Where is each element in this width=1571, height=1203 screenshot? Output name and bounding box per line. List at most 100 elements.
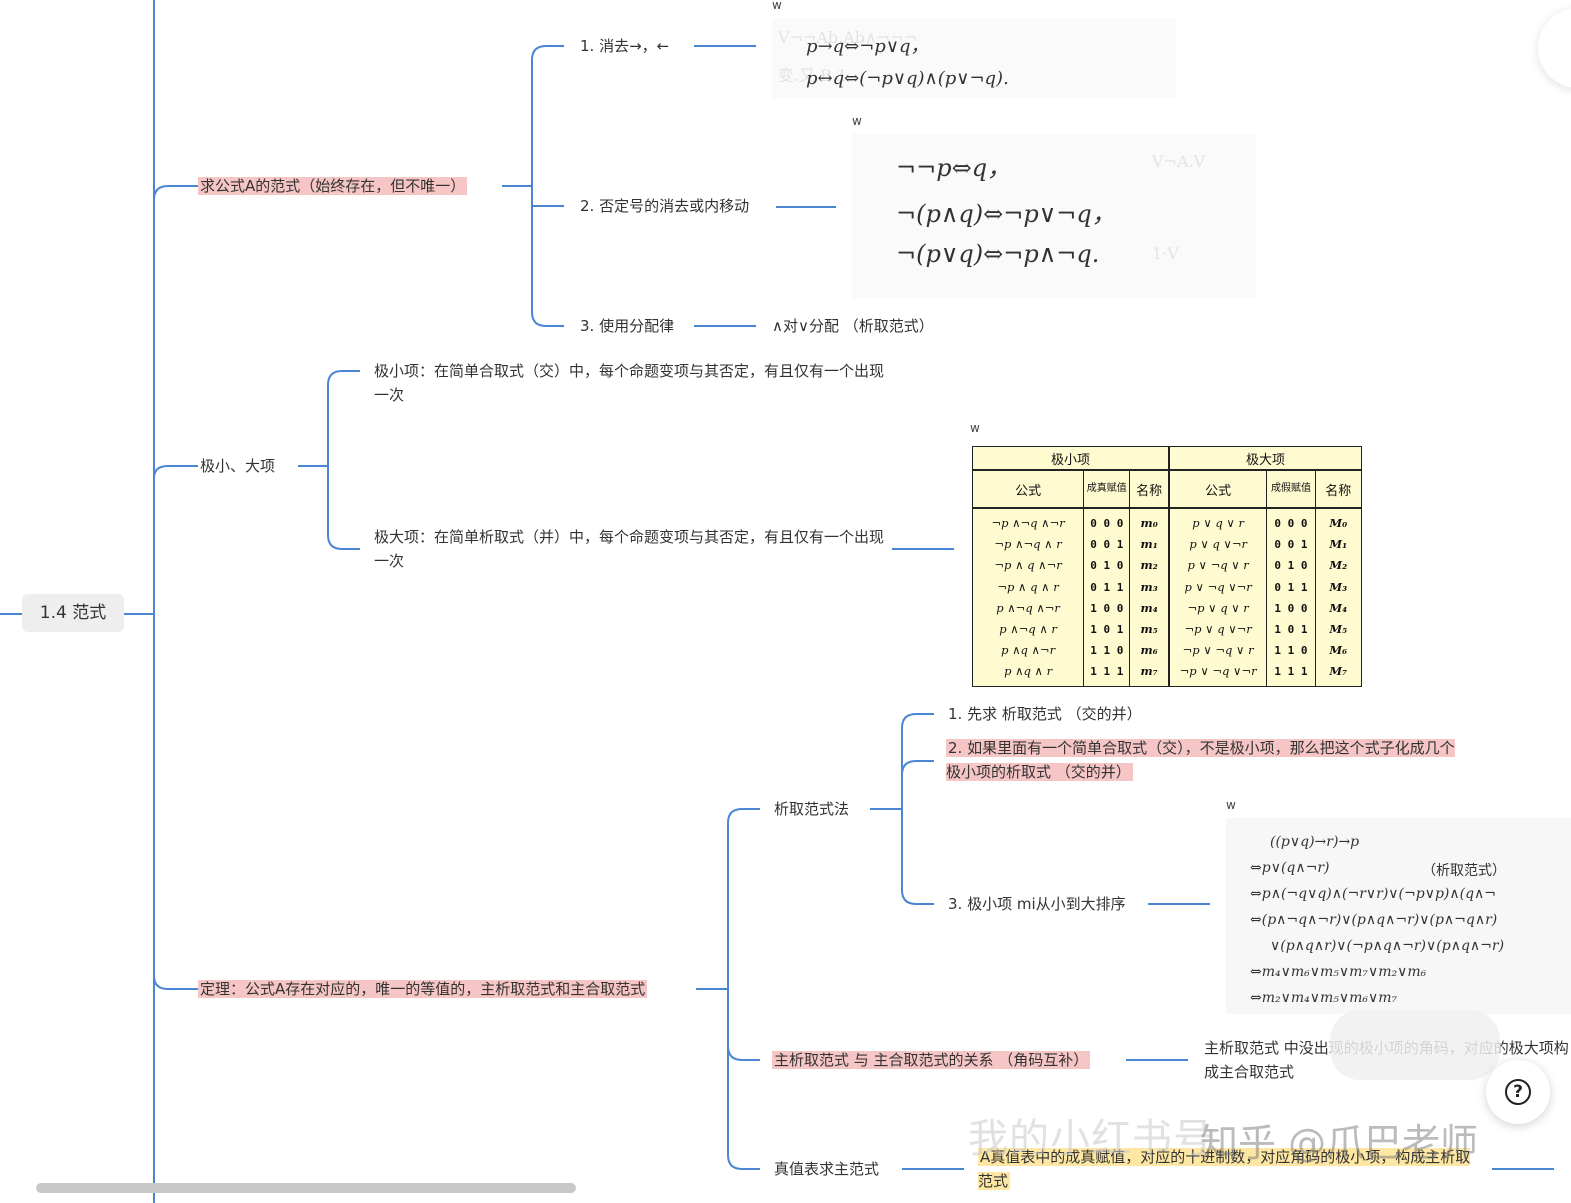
formula-image-1[interactable]: V¬¬Ab.Ab∧¬¬¬ 变.又 B.1. p→q⇔¬p∨q， p↔q⇔(¬p∨… <box>772 18 1176 98</box>
normal-form-node[interactable]: 求公式A的范式（始终存在，但不唯一） <box>198 174 468 198</box>
formula-demorgan-and: ¬(p∧q)⇔¬p∨¬q， <box>896 200 1116 228</box>
table-cell: p ∧¬q ∧ r <box>999 622 1057 637</box>
watermark-xiaohongshu: 我的小红书号 <box>968 1116 1214 1162</box>
step-distributive-node[interactable]: 3. 使用分配律 <box>580 317 675 335</box>
relation-label: 主析取范式 与 主合取范式的关系 （角码互补） <box>772 1051 1091 1069</box>
table-max-formulas: p ∨ q ∨ r p ∨ q ∨¬r p ∨ ¬q ∨ r p ∨ ¬q ∨¬… <box>1167 507 1268 687</box>
table-cell: ¬p ∧¬q ∧¬r <box>991 516 1065 530</box>
min-max-node[interactable]: 极小、大项 <box>200 457 276 475</box>
derivation-line-7: ⇔m₂∨m₄∨m₅∨m₆∨m₇ <box>1250 990 1398 1006</box>
table-cell: 0 0 1 <box>1090 538 1124 552</box>
table-cell: 1 0 1 <box>1090 623 1124 637</box>
formula-demorgan-or: ¬(p∨q)⇔¬p∧¬q. <box>896 240 1100 268</box>
image-marker-1: w <box>772 0 782 12</box>
question-icon: ? <box>1505 1079 1531 1105</box>
image-marker-3: w <box>970 421 980 435</box>
table-cell: M₄ <box>1329 600 1348 615</box>
step-eliminate-node[interactable]: 1. 消去→，← <box>580 37 670 55</box>
table-cell: m₂ <box>1140 558 1158 573</box>
truth-table-method-node[interactable]: 真值表求主范式 <box>774 1160 880 1178</box>
table-cell: 0 1 1 <box>1274 580 1308 594</box>
disjunctive-method-node[interactable]: 析取范式法 <box>774 800 850 818</box>
blur-overlay <box>1330 1010 1500 1080</box>
table-cell: ¬p ∨ ¬q ∨ r <box>1182 643 1254 658</box>
table-cell: 0 1 0 <box>1090 559 1124 573</box>
table-cell: M₆ <box>1329 643 1348 658</box>
table-cell: m₆ <box>1140 643 1158 658</box>
minterm-definition[interactable]: 极小项：在简单合取式（交）中，每个命题变项与其否定，有且仅有一个出现一次 <box>374 362 885 404</box>
root-node[interactable]: 1.4 范式 <box>22 594 124 632</box>
derivation-line-4: ⇔(p∧¬q∧¬r)∨(p∧q∧¬r)∨(p∧¬q∧r) <box>1250 912 1498 928</box>
table-cell: 0 1 0 <box>1274 559 1308 573</box>
method-step-2-label: 2. 如果里面有一个简单合取式（交），不是极小项，那么把这个式子化成几个极小项的… <box>946 739 1455 781</box>
table-min-formulas: ¬p ∧¬q ∧¬r ¬p ∧¬q ∧ r ¬p ∧ q ∧¬r ¬p ∧ q … <box>971 507 1085 687</box>
table-cell: p ∨ ¬q ∨¬r <box>1184 579 1252 594</box>
image-marker-2: w <box>852 114 862 128</box>
table-cell: M₃ <box>1329 579 1348 594</box>
derivation-line-1: ⇔p∨(q∧¬r) <box>1250 860 1330 876</box>
method-step-3[interactable]: 3. 极小项 mi从小到大排序 <box>948 895 1126 913</box>
formula-image-2[interactable]: V¬A.V 1·V ¬¬p⇔q， ¬(p∧q)⇔¬p∨¬q， ¬(p∨q)⇔¬p… <box>852 134 1256 298</box>
table-cell: m₃ <box>1140 579 1158 594</box>
table-cell: m₇ <box>1140 664 1158 679</box>
table-cell: 0 0 0 <box>1274 517 1308 530</box>
table-col-false-assign: 成假赋值 <box>1266 469 1316 509</box>
table-cell: ¬p ∧ q ∧¬r <box>994 558 1062 573</box>
table-cell: 1 1 1 <box>1090 665 1124 679</box>
table-cell: p ∧q ∧¬r <box>1001 643 1056 658</box>
table-cell: M₅ <box>1329 622 1348 637</box>
derivation-line-3: ⇔p∧(¬q∨q)∧(¬r∨r)∨(¬p∨p)∧(q∧¬ <box>1250 886 1497 902</box>
theorem-label: 定理：公式A存在对应的，唯一的等值的，主析取范式和主合取范式 <box>198 980 648 998</box>
help-button[interactable]: ? <box>1486 1060 1550 1124</box>
table-cell: ¬p ∨ q ∨¬r <box>1184 622 1252 637</box>
normal-form-label: 求公式A的范式（始终存在，但不唯一） <box>198 177 468 195</box>
derivation-image[interactable]: ((p∨q)→r)→p ⇔p∨(q∧¬r) （析取范式） ⇔p∧(¬q∨q)∧(… <box>1226 818 1571 1014</box>
distributive-detail[interactable]: ∧对∨分配 （析取范式） <box>772 317 934 335</box>
maxterm-definition[interactable]: 极大项：在简单析取式（并）中，每个命题变项与其否定，有且仅有一个出现一次 <box>374 528 885 570</box>
derivation-line-5: ∨(p∧q∧r)∨(¬p∧q∧¬r)∨(p∧q∧¬r) <box>1270 938 1505 954</box>
table-cell: M₇ <box>1329 664 1348 679</box>
minterm-maxterm-table[interactable]: 极小项 极大项 公式 成真赋值 名称 公式 成假赋值 名称 ¬p ∧¬q ∧¬r… <box>971 446 1363 687</box>
table-cell: 0 0 0 <box>1090 517 1124 530</box>
table-cell: M₂ <box>1329 558 1348 573</box>
table-true-assignments: 0 0 0 0 0 1 0 1 0 0 1 1 1 0 0 1 0 1 1 1 … <box>1083 507 1131 687</box>
table-cell: 0 0 1 <box>1274 538 1308 552</box>
derivation-note: （析取范式） <box>1422 863 1506 879</box>
formula-implication: p→q⇔¬p∨q， <box>806 36 929 57</box>
table-cell: 1 0 1 <box>1274 623 1308 637</box>
watermark-zhihu: 知乎 @爪巴老师 <box>1200 1121 1479 1165</box>
horizontal-scrollbar[interactable] <box>36 1183 576 1193</box>
table-cell: m₁ <box>1140 537 1158 552</box>
table-cell: ¬p ∨ ¬q ∨¬r <box>1179 664 1257 679</box>
table-header-minterm: 极小项 <box>971 446 1170 471</box>
theorem-node[interactable]: 定理：公式A存在对应的，唯一的等值的，主析取范式和主合取范式 <box>198 977 648 1001</box>
table-cell: p ∧q ∧ r <box>1004 664 1053 679</box>
table-cell: 1 1 1 <box>1274 665 1308 679</box>
table-cell: p ∨ ¬q ∨ r <box>1187 558 1249 573</box>
table-cell: p ∨ q ∨¬r <box>1189 537 1247 552</box>
table-cell: M₀ <box>1329 516 1348 530</box>
table-max-names: M₀ M₁ M₂ M₃ M₄ M₅ M₆ M₇ <box>1314 507 1363 687</box>
truth-table-detail[interactable]: A真值表中的成真赋值，对应的十进制数，对应角码的极小项，构成主析取范式 <box>978 1145 1478 1193</box>
derivation-line-6: ⇔m₄∨m₆∨m₅∨m₇∨m₂∨m₆ <box>1250 964 1427 980</box>
derivation-line-0: ((p∨q)→r)→p <box>1270 834 1360 850</box>
table-cell: ¬p ∧ q ∧ r <box>997 579 1059 594</box>
table-cell: M₁ <box>1329 537 1348 552</box>
table-cell: p ∧¬q ∧¬r <box>996 600 1060 615</box>
table-col-name-min: 名称 <box>1129 469 1170 509</box>
step-negation-node[interactable]: 2. 否定号的消去或内移动 <box>580 197 750 215</box>
formula-biconditional: p↔q⇔(¬p∨q)∧(p∨¬q). <box>806 68 1009 89</box>
method-step-1[interactable]: 1. 先求 析取范式 （交的并） <box>948 705 1142 723</box>
table-cell: 1 0 0 <box>1090 601 1124 615</box>
table-cell: 0 1 1 <box>1090 580 1124 594</box>
table-cell: p ∨ q ∨ r <box>1192 516 1244 530</box>
table-min-names: m₀ m₁ m₂ m₃ m₄ m₅ m₆ m₇ <box>1129 507 1170 687</box>
table-col-true-assign: 成真赋值 <box>1083 469 1131 509</box>
formula-double-negation: ¬¬p⇔q， <box>896 154 1012 182</box>
method-step-2[interactable]: 2. 如果里面有一个简单合取式（交），不是极小项，那么把这个式子化成几个极小项的… <box>946 736 1456 784</box>
table-cell: ¬p ∧¬q ∧ r <box>994 537 1062 552</box>
relation-node[interactable]: 主析取范式 与 主合取范式的关系 （角码互补） <box>772 1048 1091 1072</box>
table-col-formula-min: 公式 <box>971 469 1085 509</box>
table-col-name-max: 名称 <box>1314 469 1363 509</box>
